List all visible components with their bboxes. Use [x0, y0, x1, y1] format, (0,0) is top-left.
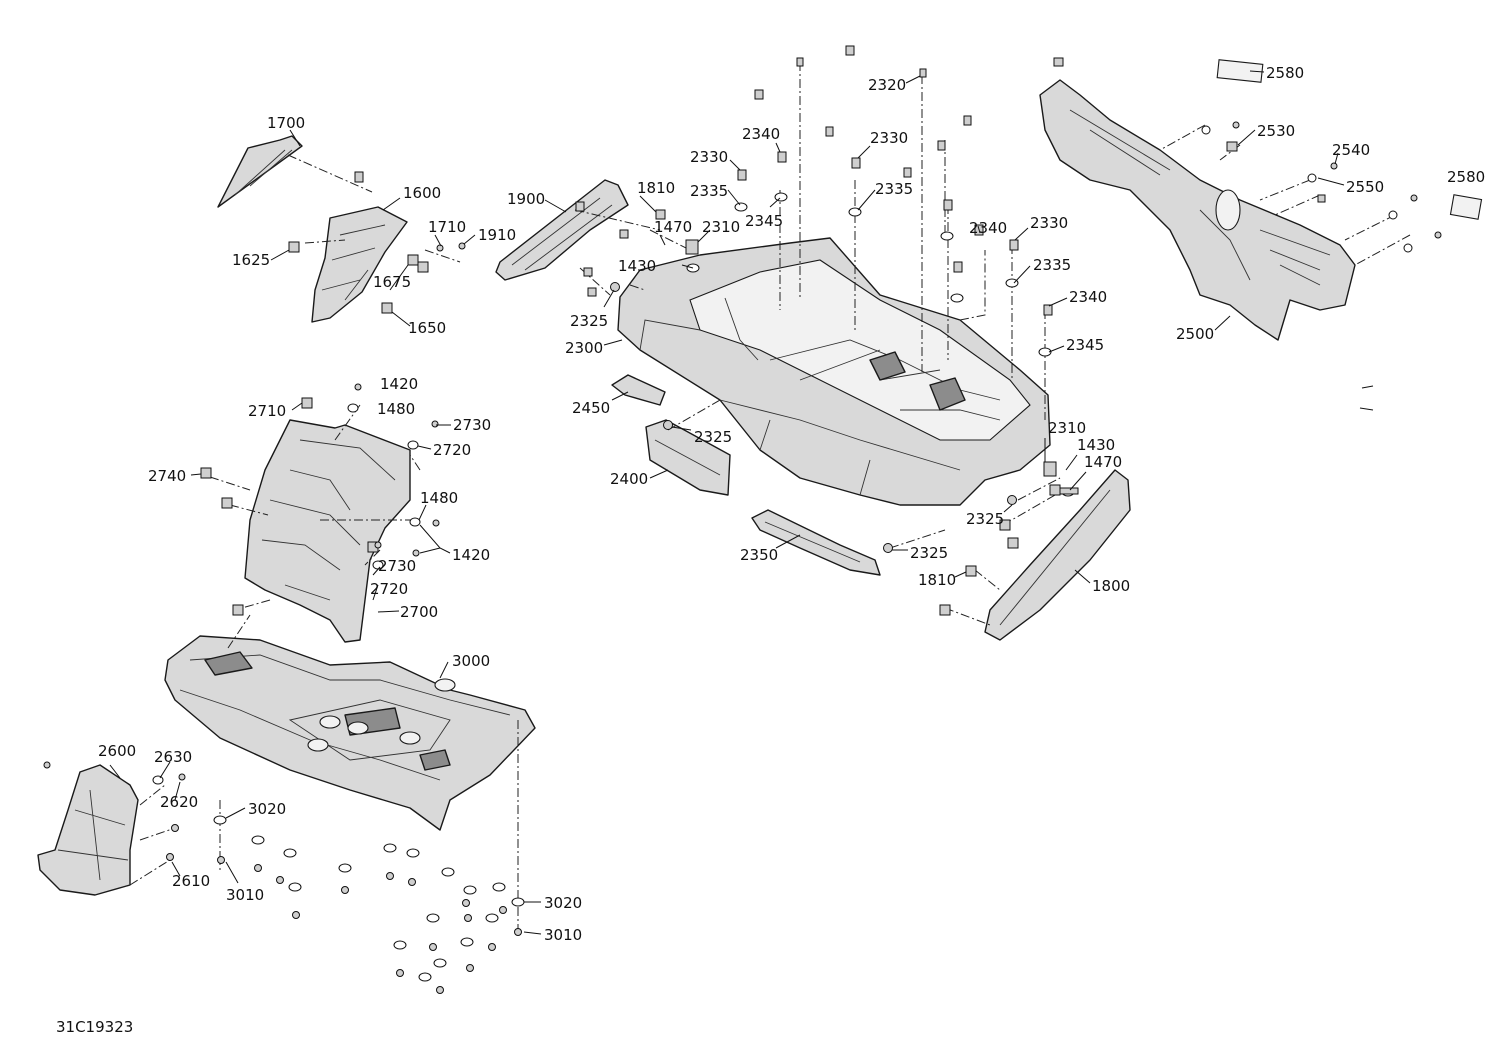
- callout-2740: 2740: [148, 467, 186, 485]
- callout-2335-left: 2335: [690, 182, 728, 200]
- callout-1810-lower: 1810: [918, 571, 956, 589]
- callout-1480-upper: 1480: [377, 400, 415, 418]
- callout-2610: 2610: [172, 872, 210, 890]
- callout-1420-lower: 1420: [452, 546, 490, 564]
- part-2500-frame-panel: [1039, 79, 1356, 341]
- callout-1600: 1600: [403, 184, 441, 202]
- callout-3010-left: 3010: [226, 886, 264, 904]
- callout-1675: 1675: [373, 273, 411, 291]
- part-3000-skid-plate: [164, 635, 536, 831]
- leader-lines: [109, 70, 1374, 935]
- callout-2310-lower: 2310: [1048, 419, 1086, 437]
- callout-2550: 2550: [1346, 178, 1384, 196]
- callout-2325-lower: 2325: [910, 544, 948, 562]
- callout-2710: 2710: [248, 402, 286, 420]
- callout-2580-upper: 2580: [1266, 64, 1304, 82]
- callout-2450: 2450: [572, 399, 610, 417]
- callout-2325-right: 2325: [966, 510, 1004, 528]
- callout-labels: 1700 1600 1710 1625 1675 1650 1910 1900 …: [98, 64, 1485, 944]
- callout-2335-mid: 2335: [875, 180, 913, 198]
- part-1800-panel: [984, 469, 1131, 641]
- callout-1650: 1650: [408, 319, 446, 337]
- callout-1470-upper: 1470: [654, 218, 692, 236]
- part-1700-panel: [217, 135, 303, 208]
- callout-1470-lower: 1470: [1084, 453, 1122, 471]
- callout-2600: 2600: [98, 742, 136, 760]
- callout-2330-mid: 2330: [870, 129, 908, 147]
- callout-2310-upper: 2310: [702, 218, 740, 236]
- callout-1900: 1900: [507, 190, 545, 208]
- loose-hardware: [217, 835, 522, 994]
- callout-1430-upper: 1430: [618, 257, 656, 275]
- callout-2580-right: 2580: [1447, 168, 1485, 186]
- callout-3020-left: 3020: [248, 800, 286, 818]
- part-2400-cover: [645, 419, 731, 496]
- callout-2335-right: 2335: [1033, 256, 1071, 274]
- part-2600-mud-guard: [37, 764, 139, 896]
- part-1900-panel: [495, 179, 629, 281]
- callout-1800: 1800: [1092, 577, 1130, 595]
- callout-2345-left: 2345: [745, 212, 783, 230]
- callout-1625: 1625: [232, 251, 270, 269]
- part-1600-side-panel: [311, 206, 408, 323]
- callout-2340-left: 2340: [742, 125, 780, 143]
- diagram-reference-code: 31C19323: [56, 1018, 134, 1036]
- callout-1480-lower: 1480: [420, 489, 458, 507]
- callout-2630: 2630: [154, 748, 192, 766]
- callout-2730-lower: 2730: [378, 557, 416, 575]
- callout-2400: 2400: [610, 470, 648, 488]
- callout-2540: 2540: [1332, 141, 1370, 159]
- part-2450-cover: [611, 374, 666, 406]
- callout-2730-upper: 2730: [453, 416, 491, 434]
- callout-2620: 2620: [160, 793, 198, 811]
- callout-2700: 2700: [400, 603, 438, 621]
- callout-2720-upper: 2720: [433, 441, 471, 459]
- callout-1810-upper: 1810: [637, 179, 675, 197]
- part-2300-cargo-box: [617, 237, 1051, 506]
- callout-2530: 2530: [1257, 122, 1295, 140]
- callout-3000: 3000: [452, 652, 490, 670]
- callout-2325-upper: 2325: [570, 312, 608, 330]
- callout-2340-mid: 2340: [969, 219, 1007, 237]
- callout-2330-left: 2330: [690, 148, 728, 166]
- callout-2320: 2320: [868, 76, 906, 94]
- callout-2340-right: 2340: [1069, 288, 1107, 306]
- part-2700-fender: [244, 419, 411, 643]
- callout-1430-lower: 1430: [1077, 436, 1115, 454]
- callout-2300: 2300: [565, 339, 603, 357]
- callout-1420-upper: 1420: [380, 375, 418, 393]
- callout-2350: 2350: [740, 546, 778, 564]
- callout-2500: 2500: [1176, 325, 1214, 343]
- callout-1700: 1700: [267, 114, 305, 132]
- callout-2345-right: 2345: [1066, 336, 1104, 354]
- callout-2325-mid: 2325: [694, 428, 732, 446]
- callout-1910: 1910: [478, 226, 516, 244]
- callout-2720-lower: 2720: [370, 580, 408, 598]
- part-2350-cover: [751, 509, 881, 576]
- fasteners: [43, 45, 1483, 907]
- callout-2330-right: 2330: [1030, 214, 1068, 232]
- callout-1710: 1710: [428, 218, 466, 236]
- callout-3020-right: 3020: [544, 894, 582, 912]
- callout-3010-right: 3010: [544, 926, 582, 944]
- assembly-axes: [129, 62, 1411, 930]
